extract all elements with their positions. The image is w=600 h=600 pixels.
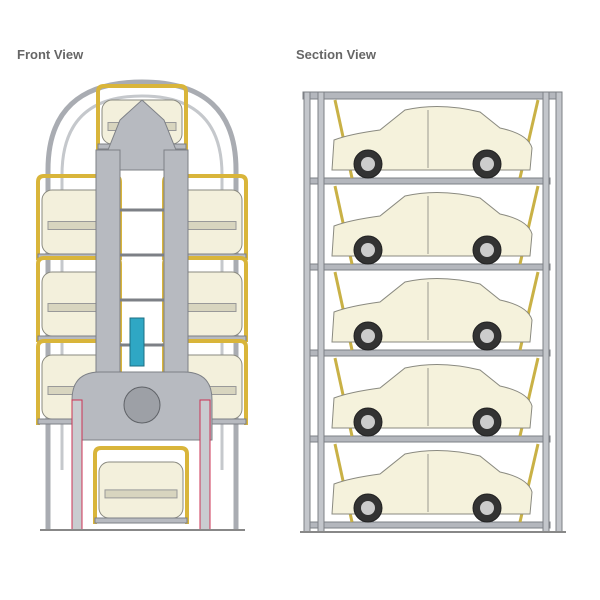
section-column-1	[303, 91, 311, 533]
front-view-drawing	[36, 79, 248, 531]
section-hub-1-1	[361, 157, 375, 171]
front-car-bottom-hanger	[93, 446, 189, 524]
section-view-label: Section View	[296, 47, 376, 62]
section-hub-3-1	[361, 329, 375, 343]
section-hub-5-2	[480, 501, 494, 515]
front-leg-right	[199, 399, 211, 531]
drive-gear	[123, 386, 161, 424]
section-hub-1-2	[480, 157, 494, 171]
section-column-2	[317, 91, 325, 533]
section-hub-4-2	[480, 415, 494, 429]
section-hub-2-2	[480, 243, 494, 257]
section-hub-3-2	[480, 329, 494, 343]
front-car-top-hanger	[96, 84, 188, 150]
section-pallet-1	[309, 177, 551, 185]
front-inner-arch	[60, 94, 224, 470]
front-arch-frame	[45, 79, 239, 530]
section-pallet-2	[309, 263, 551, 271]
section-column-4	[555, 91, 563, 533]
motor-unit	[129, 317, 145, 367]
front-leg-left	[71, 399, 83, 531]
section-pallet-5	[309, 521, 551, 529]
front-car-bottom-grille	[104, 489, 178, 499]
section-column-3	[542, 91, 550, 533]
section-pallet-3	[309, 349, 551, 357]
front-view-label: Front View	[17, 47, 84, 62]
section-top-beam	[302, 91, 562, 100]
section-pallet-4	[309, 435, 551, 443]
section-view-drawing	[300, 91, 566, 533]
front-car-bottom-pallet	[94, 517, 188, 524]
section-hub-5-1	[361, 501, 375, 515]
section-hub-2-1	[361, 243, 375, 257]
section-hub-4-1	[361, 415, 375, 429]
front-column-left	[95, 149, 121, 381]
front-column-right	[163, 149, 189, 381]
